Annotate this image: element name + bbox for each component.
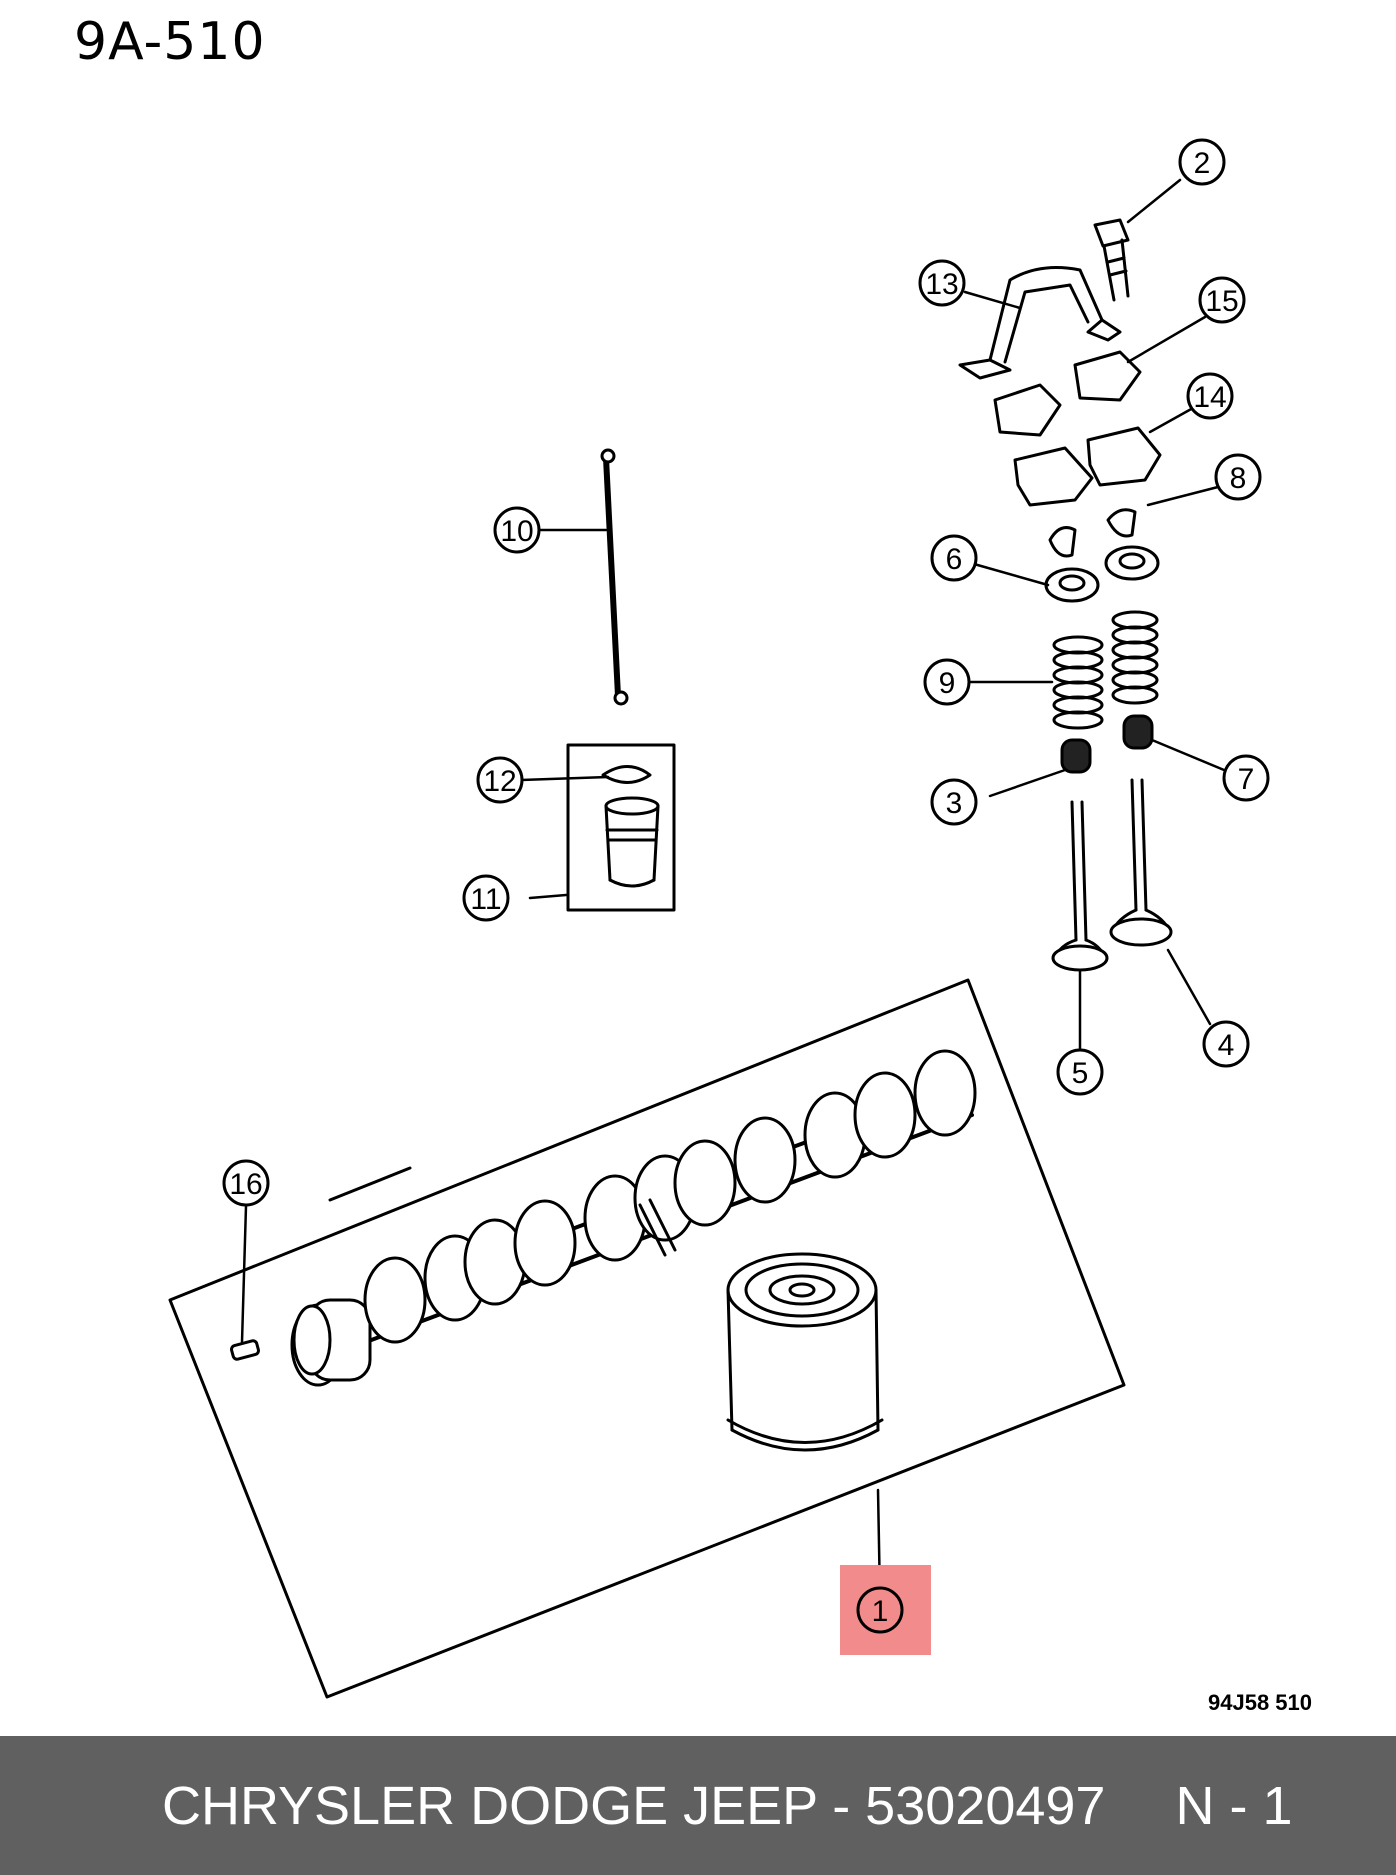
svg-text:5: 5 — [1072, 1057, 1089, 1090]
parts-diagram: 1 2 3 4 5 6 7 8 9 10 11 12 13 14 15 16 — [168, 138, 1270, 1699]
rocker-arm-right — [1086, 426, 1162, 487]
callout-11[interactable]: 11 — [462, 874, 510, 922]
callout-8[interactable]: 8 — [1214, 453, 1262, 501]
callout-6[interactable]: 6 — [930, 534, 978, 582]
camshaft-kit-outline — [168, 978, 1126, 1699]
svg-text:2: 2 — [1194, 147, 1211, 180]
camshaft — [290, 1049, 977, 1387]
callout-16[interactable]: 16 — [222, 1159, 270, 1207]
svg-text:13: 13 — [925, 268, 958, 301]
svg-text:3: 3 — [946, 787, 963, 820]
valve-lock-left — [1048, 526, 1077, 558]
valve-seal-right — [1122, 714, 1154, 750]
svg-text:1: 1 — [872, 1595, 889, 1628]
callout-10[interactable]: 10 — [493, 506, 541, 554]
callout-12[interactable]: 12 — [476, 756, 524, 804]
svg-text:16: 16 — [229, 1168, 262, 1201]
callout-2[interactable]: 2 — [1178, 138, 1226, 186]
svg-text:9: 9 — [939, 667, 956, 700]
svg-text:15: 15 — [1205, 285, 1238, 318]
drawing-code: 94J58 510 — [1208, 1690, 1312, 1715]
valve-seal-left — [1060, 738, 1092, 774]
hydraulic-lifter — [601, 765, 660, 888]
pivot-left — [993, 383, 1062, 437]
valve-spring-right — [1111, 610, 1159, 705]
pushrod — [600, 448, 629, 706]
exhaust-valve — [1109, 778, 1173, 947]
valve-lock-right — [1106, 508, 1137, 538]
footer-bar: CHRYSLER DODGE JEEP - 53020497 N - 1 — [0, 1736, 1396, 1875]
svg-text:8: 8 — [1230, 462, 1247, 495]
pivot-right — [1073, 350, 1142, 402]
svg-text:14: 14 — [1193, 381, 1226, 414]
callout-13[interactable]: 13 — [918, 259, 966, 307]
page-indicator: N - 1 — [1175, 1775, 1293, 1836]
callout-9[interactable]: 9 — [923, 658, 971, 706]
highlight-box — [840, 1565, 931, 1655]
callout-14[interactable]: 14 — [1186, 372, 1234, 420]
callout-4[interactable]: 4 — [1202, 1020, 1250, 1068]
lifter-kit-box — [566, 743, 676, 912]
svg-text:12: 12 — [483, 765, 516, 798]
rocker-bridge — [958, 266, 1122, 380]
svg-text:4: 4 — [1218, 1029, 1235, 1062]
retainer-left — [1044, 567, 1100, 603]
rocker-arm-left — [1013, 446, 1094, 507]
lubricant-can — [726, 1252, 884, 1452]
callout-group: 1 2 3 4 5 6 7 8 9 10 11 12 13 14 15 16 — [222, 138, 1270, 1634]
intake-valve — [1051, 800, 1109, 972]
retainer-right — [1104, 545, 1160, 581]
svg-text:6: 6 — [946, 543, 963, 576]
svg-text:10: 10 — [500, 515, 533, 548]
svg-text:7: 7 — [1238, 763, 1255, 796]
callout-15[interactable]: 15 — [1198, 276, 1246, 324]
woodruff-key — [230, 1339, 260, 1361]
callout-7[interactable]: 7 — [1222, 754, 1270, 802]
callout-3[interactable]: 3 — [930, 778, 978, 826]
page-code: 9A-510 — [74, 12, 266, 72]
callout-5[interactable]: 5 — [1056, 1048, 1104, 1096]
valve-spring-left — [1052, 635, 1104, 730]
rocker-bolt — [1093, 218, 1130, 302]
part-number-text: CHRYSLER DODGE JEEP - 53020497 — [162, 1775, 1106, 1836]
svg-text:11: 11 — [470, 883, 501, 916]
callout-1[interactable]: 1 — [856, 1586, 904, 1634]
